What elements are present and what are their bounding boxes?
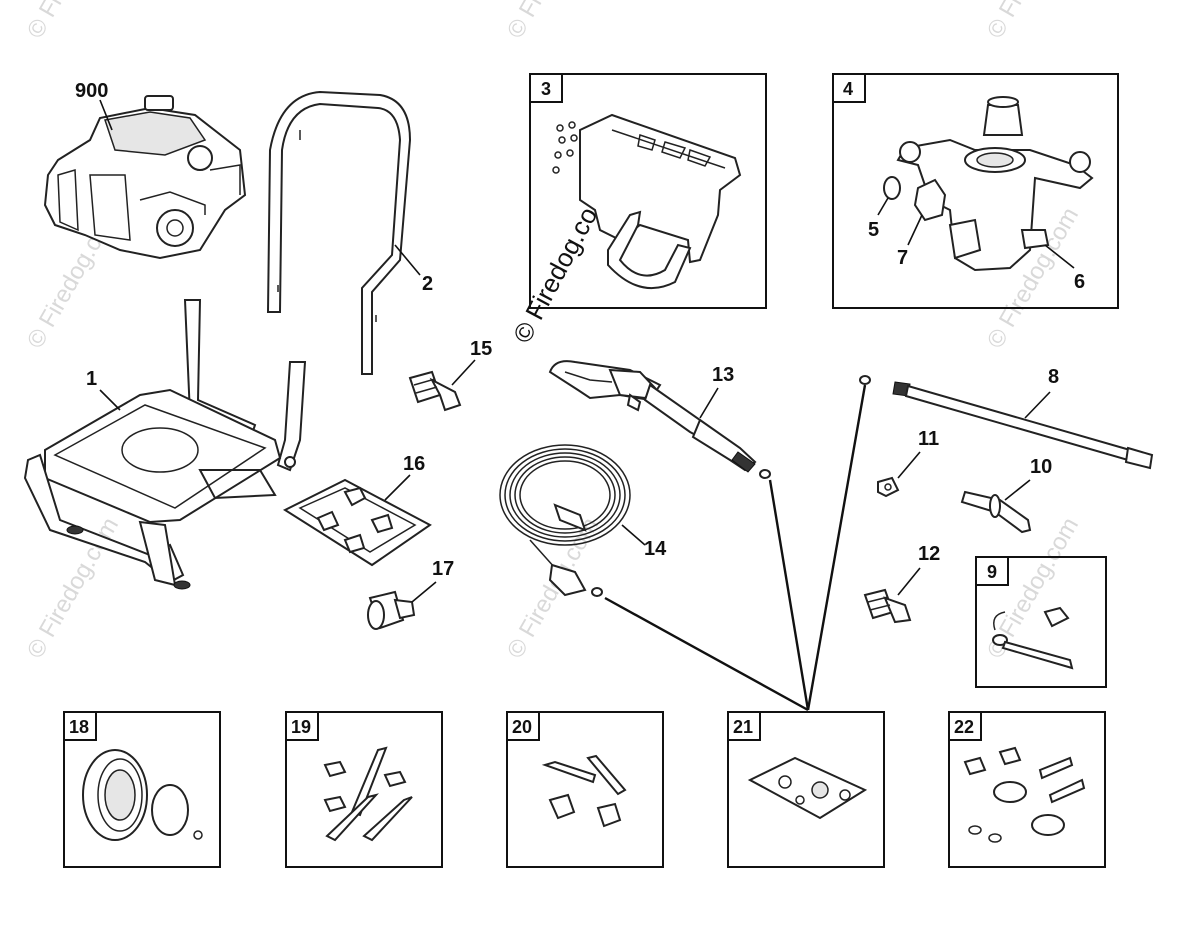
callout-14: 14 [644, 538, 667, 560]
leader-21-gun [768, 479, 810, 711]
leader-12 [897, 567, 921, 596]
handle-illustration [266, 90, 412, 375]
box-21 [727, 711, 885, 868]
callout-15: 15 [470, 338, 492, 360]
leader-7 [907, 214, 923, 246]
engine-illustration [43, 95, 247, 260]
box-number-21: 21 [733, 717, 753, 737]
leader-14 [621, 524, 646, 546]
coupler-17-illustration [367, 590, 416, 630]
watermark-top-right: © Firedog.com [982, 0, 1084, 43]
spray-gun-illustration [548, 360, 771, 479]
callout-11: 11 [918, 428, 939, 450]
leader-15 [451, 359, 476, 386]
leader-6 [1044, 244, 1075, 269]
callout-1: 1 [86, 368, 97, 390]
pump-illustration [883, 96, 1094, 272]
watermark-top-left: © Firedog.com [22, 0, 124, 43]
leader-21-hose [604, 596, 809, 712]
leader-11 [897, 451, 921, 479]
callout-8: 8 [1048, 366, 1059, 388]
box-18 [63, 711, 221, 868]
box-3 [529, 73, 767, 309]
bolts-20-illustration [541, 754, 627, 828]
leader-2 [394, 244, 421, 276]
leader-13 [699, 387, 719, 419]
leader-5 [877, 197, 889, 216]
wheel-illustration [82, 749, 203, 841]
leader-10 [1004, 479, 1031, 501]
pin-9-illustration [992, 606, 1074, 670]
nut-11-illustration [877, 476, 900, 498]
leader-21-lance [806, 384, 867, 711]
leader-17 [411, 581, 437, 603]
leader-16 [384, 474, 411, 501]
leader-900 [99, 99, 113, 131]
axle-10-illustration [960, 490, 1032, 534]
box-4 [832, 73, 1119, 309]
fitting-15-illustration [408, 370, 462, 412]
callout-17: 17 [432, 558, 454, 580]
callout-2: 2 [422, 273, 433, 295]
callout-5: 5 [868, 219, 879, 241]
callout-13: 13 [712, 364, 734, 386]
callout-900: 900 [75, 80, 108, 102]
box-number-19: 19 [291, 717, 311, 737]
box-9 [975, 556, 1107, 688]
frame-illustration [23, 299, 307, 590]
box-19 [285, 711, 443, 868]
fitting-12-illustration [863, 588, 912, 624]
seal-kit-21-illustration [747, 756, 868, 820]
nozzle-kit-illustration [282, 478, 432, 567]
callout-12: 12 [918, 543, 940, 565]
watermark-top-center: © Firedog.com [502, 0, 604, 43]
box-number-9: 9 [987, 562, 997, 582]
leader-1 [99, 389, 121, 411]
box-number-20: 20 [512, 717, 532, 737]
box-20 [506, 711, 664, 868]
hardware-22-illustration [963, 746, 1086, 843]
leader-8 [1024, 391, 1051, 419]
callout-7: 7 [897, 247, 908, 269]
callout-16: 16 [403, 453, 425, 475]
box-number-3: 3 [541, 79, 551, 99]
box-number-22: 22 [954, 717, 974, 737]
callout-10: 10 [1030, 456, 1052, 478]
callout-6: 6 [1074, 271, 1085, 293]
box-22 [948, 711, 1106, 868]
bracket-illustration [552, 113, 742, 290]
hose-illustration [499, 444, 631, 597]
bolts-19-illustration [323, 746, 413, 842]
lance-illustration [859, 375, 1154, 470]
box-number-4: 4 [843, 79, 853, 99]
box-number-18: 18 [69, 717, 89, 737]
